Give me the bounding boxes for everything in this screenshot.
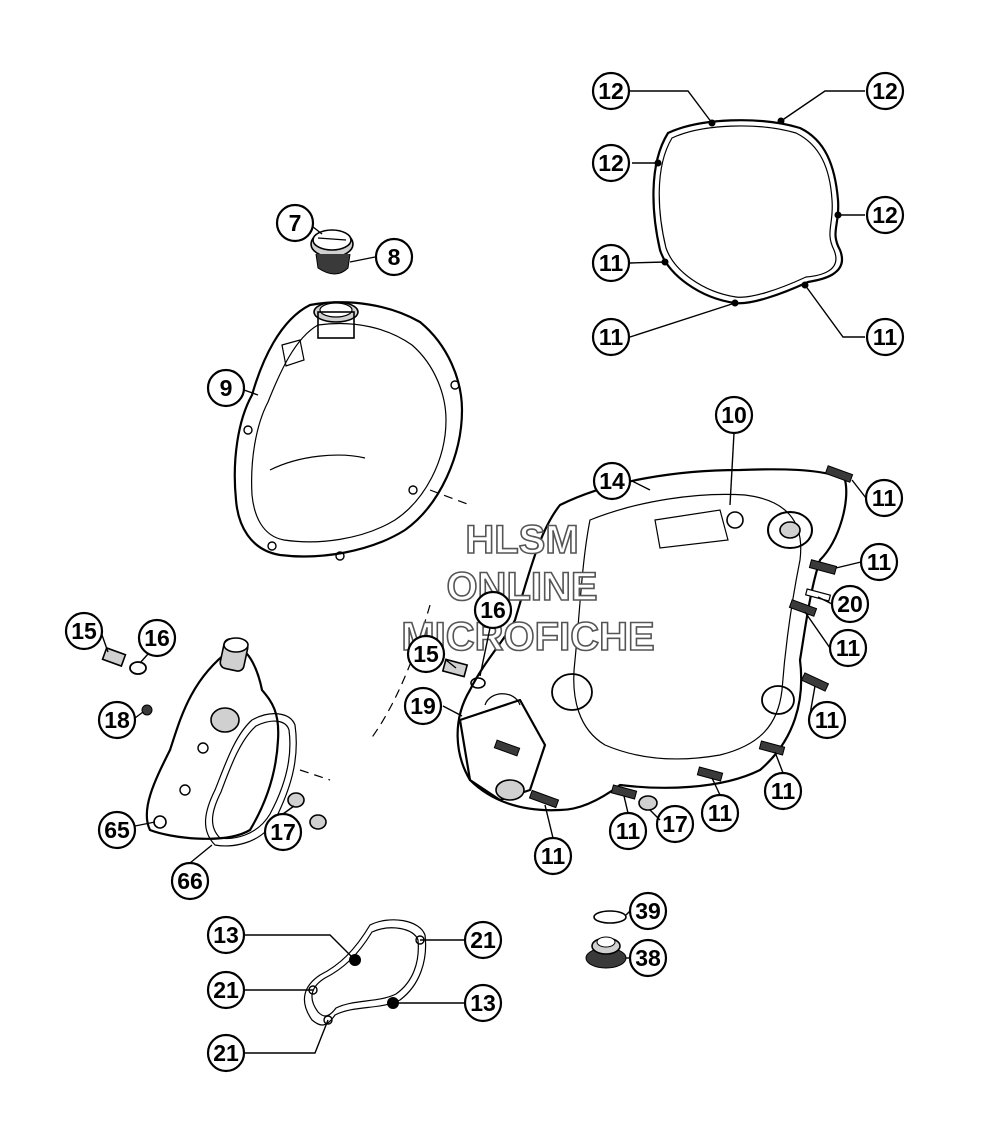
svg-text:18: 18 (104, 707, 130, 733)
svg-text:11: 11 (599, 324, 624, 350)
callout-12-left: 12 (591, 143, 631, 183)
callout-21-top-right: 21 (463, 920, 503, 960)
callout-11-gasket-bottom-right: 11 (865, 317, 905, 357)
water-pump-gasket (204, 713, 297, 847)
watermark-line-2: ONLINE (446, 565, 597, 609)
callout-11-case-1: 11 (864, 478, 904, 518)
svg-text:12: 12 (872, 202, 898, 228)
callout-11-case-8: 11 (533, 836, 573, 876)
callout-66: 66 (170, 861, 210, 901)
svg-text:11: 11 (771, 778, 796, 804)
callout-7: 7 (275, 203, 315, 243)
case-bolts (493, 465, 854, 809)
callout-21-middle-left: 21 (206, 970, 246, 1010)
svg-text:13: 13 (470, 990, 496, 1016)
callout-11-case-6: 11 (700, 793, 740, 833)
callout-11-gasket-bottom-left: 11 (591, 317, 631, 357)
svg-text:17: 17 (662, 811, 688, 837)
callout-11-case-5: 11 (763, 771, 803, 811)
svg-text:11: 11 (815, 707, 840, 733)
callout-11-case-2: 11 (859, 542, 899, 582)
svg-text:12: 12 (598, 78, 624, 104)
watermark: HLSM ONLINE MICROFICHE (401, 517, 656, 660)
callout-10: 10 (714, 395, 754, 435)
oil-filler-cap (310, 229, 354, 275)
svg-text:16: 16 (480, 597, 506, 623)
callout-20: 20 (830, 584, 870, 624)
svg-text:11: 11 (873, 324, 898, 350)
callout-11-case-3: 11 (828, 628, 868, 668)
callout-21-bottom-left: 21 (206, 1033, 246, 1073)
svg-text:12: 12 (872, 78, 898, 104)
svg-text:11: 11 (599, 250, 624, 276)
svg-text:13: 13 (213, 922, 239, 948)
callout-18: 18 (97, 700, 137, 740)
svg-text:19: 19 (410, 693, 436, 719)
callout-13-top: 13 (206, 915, 246, 955)
svg-text:8: 8 (388, 244, 401, 270)
svg-text:9: 9 (220, 375, 233, 401)
svg-text:21: 21 (213, 977, 239, 1003)
clutch-cover-gasket (652, 117, 844, 307)
svg-text:10: 10 (721, 402, 747, 428)
callout-16-case: 16 (473, 590, 513, 630)
svg-text:21: 21 (213, 1040, 239, 1066)
svg-text:38: 38 (635, 945, 661, 971)
svg-text:20: 20 (837, 591, 863, 617)
svg-text:15: 15 (71, 618, 97, 644)
svg-text:12: 12 (598, 150, 624, 176)
svg-text:39: 39 (635, 898, 661, 924)
svg-text:11: 11 (616, 818, 641, 844)
callout-39: 39 (628, 891, 668, 931)
callout-12-top-left: 12 (591, 71, 631, 111)
svg-text:7: 7 (289, 210, 302, 236)
callout-15-case: 15 (406, 634, 446, 674)
svg-text:21: 21 (470, 927, 496, 953)
callout-9: 9 (206, 368, 246, 408)
svg-text:17: 17 (270, 819, 296, 845)
svg-text:66: 66 (177, 868, 203, 894)
callout-65: 65 (97, 810, 137, 850)
callout-14: 14 (592, 461, 632, 501)
callout-16-pump: 16 (137, 618, 177, 658)
svg-text:15: 15 (413, 641, 439, 667)
outer-clutch-cover (233, 301, 464, 561)
callout-15-pump: 15 (64, 611, 104, 651)
pump-fasteners (101, 646, 327, 830)
oil-strainer (585, 910, 627, 969)
water-pump-cover (145, 637, 280, 840)
callout-17-pump: 17 (263, 812, 303, 852)
watermark-line-1: HLSM (465, 518, 578, 562)
callout-38: 38 (628, 938, 668, 978)
callout-12-top-right: 12 (865, 71, 905, 111)
svg-text:11: 11 (541, 843, 566, 869)
callout-11-gasket-left: 11 (591, 243, 631, 283)
callout-12-right: 12 (865, 195, 905, 235)
callout-11-case-4: 11 (807, 700, 847, 740)
callout-11-case-7: 11 (608, 811, 648, 851)
callout-19: 19 (403, 686, 443, 726)
callout-8: 8 (374, 237, 414, 277)
svg-text:11: 11 (708, 800, 733, 826)
svg-text:65: 65 (104, 817, 130, 843)
svg-text:16: 16 (144, 625, 170, 651)
callout-13-bottom-right: 13 (463, 983, 503, 1023)
clutch-housing-case (456, 468, 848, 812)
callout-17-case: 17 (655, 804, 695, 844)
svg-text:11: 11 (867, 549, 892, 575)
svg-text:11: 11 (836, 635, 861, 661)
svg-text:14: 14 (599, 468, 625, 494)
svg-text:11: 11 (872, 485, 897, 511)
